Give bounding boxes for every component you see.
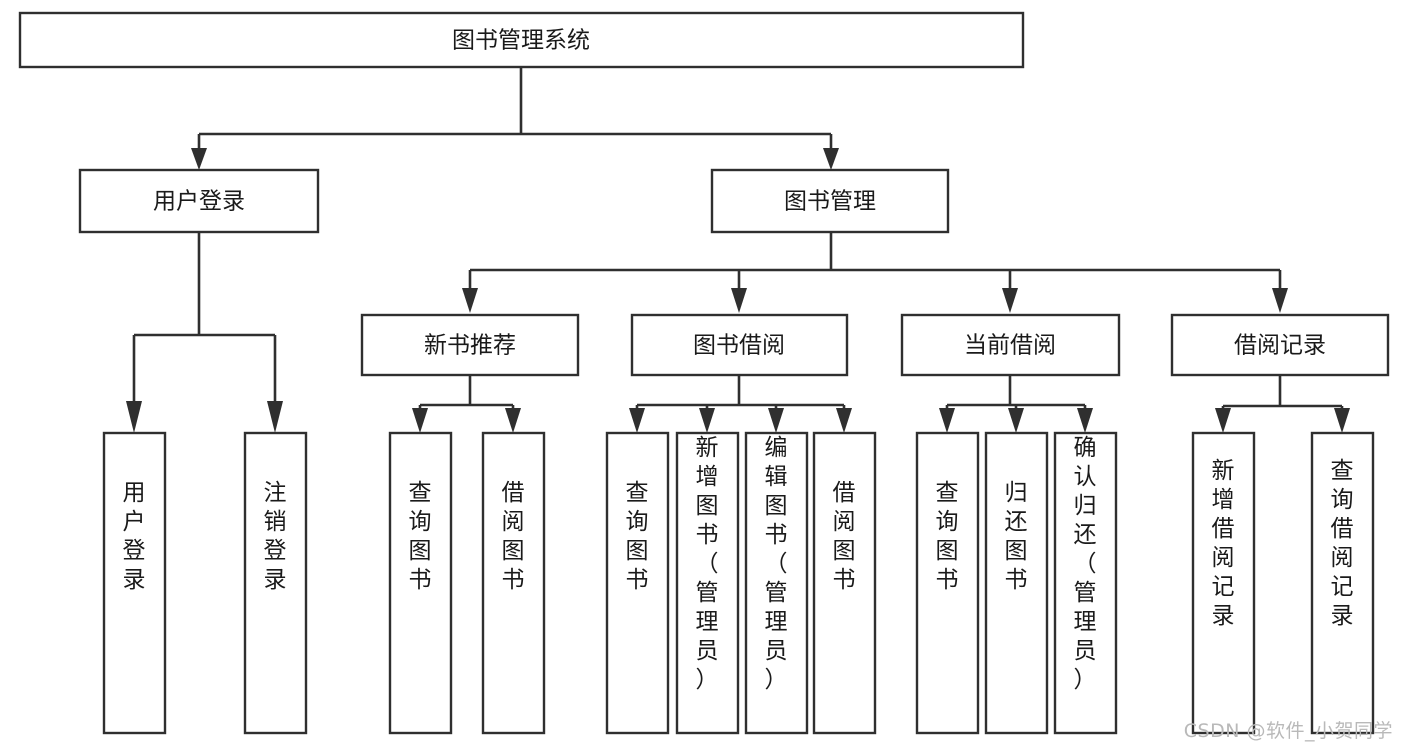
node-book-management[interactable]: 图书管理 [710, 168, 950, 234]
leaf-current-borrow-3-label: 确认归还（管理员） [1074, 435, 1097, 693]
leaf-book-borrow-4-label: 借阅图书 [833, 480, 856, 593]
node-book-borrow-box[interactable] [630, 313, 849, 377]
leaf-user-login-1-label: 用户登录 [123, 480, 146, 593]
leaf-book-borrow-3[interactable]: 编辑图书（管理员） [744, 431, 809, 735]
arrow-user-leaf-2 [267, 401, 283, 433]
arrow-borrow-leaf-3 [768, 408, 784, 433]
arrow-borrow-leaf-4 [836, 408, 852, 433]
node-current-borrow-box[interactable] [900, 313, 1121, 377]
edge-layer [126, 67, 1350, 433]
leaf-borrow-record-2-label: 查询借阅记录 [1331, 458, 1354, 629]
leaf-user-login-2[interactable]: 注销登录 [243, 431, 308, 735]
leaf-current-borrow-1-label: 查询图书 [936, 480, 959, 593]
node-book-borrow-label: 图书借阅 [693, 333, 785, 359]
node-book-borrow[interactable]: 图书借阅 [630, 313, 849, 377]
node-current-borrow-label: 当前借阅 [964, 333, 1056, 359]
arrow-to-user-login [191, 148, 207, 170]
node-borrow-record[interactable]: 借阅记录 [1170, 313, 1390, 377]
leaf-book-borrow-3-label: 编辑图书（管理员） [765, 435, 788, 693]
leaf-book-borrow-1-label: 查询图书 [626, 480, 649, 593]
arrow-borrow-leaf-1 [629, 408, 645, 433]
leaf-user-login-1[interactable]: 用户登录 [102, 431, 167, 735]
arrow-to-book-manage [823, 148, 839, 170]
arrow-newbook-leaf-1 [412, 408, 428, 433]
leaf-borrow-record-2[interactable]: 查询借阅记录 [1310, 431, 1375, 735]
leaf-current-borrow-1[interactable]: 查询图书 [915, 431, 980, 735]
arrow-to-book-borrow [731, 288, 747, 313]
leaf-book-borrow-3-box[interactable] [744, 431, 809, 735]
leaf-borrow-record-2-box[interactable] [1310, 431, 1375, 735]
leaf-book-borrow-2[interactable]: 新增图书（管理员） [675, 431, 740, 735]
node-root-label: 图书管理系统 [452, 28, 590, 54]
leaf-user-login-1-box[interactable] [102, 431, 167, 735]
arrow-to-current-borrow [1002, 288, 1018, 313]
leaf-current-borrow-3[interactable]: 确认归还（管理员） [1053, 431, 1118, 735]
arrow-to-borrow-record [1272, 288, 1288, 313]
leaf-new-book-1[interactable]: 查询图书 [388, 431, 453, 735]
leaf-book-borrow-1[interactable]: 查询图书 [605, 431, 670, 735]
arrow-user-leaf-1 [126, 401, 142, 433]
node-root-box[interactable] [18, 11, 1025, 69]
leaf-book-borrow-2-label: 新增图书（管理员） [696, 435, 719, 693]
leaf-new-book-1-label: 查询图书 [409, 480, 432, 593]
node-root[interactable]: 图书管理系统 [18, 11, 1025, 69]
arrow-newbook-leaf-2 [505, 408, 521, 433]
arrow-current-leaf-1 [939, 408, 955, 433]
leaf-book-borrow-1-box[interactable] [605, 431, 670, 735]
leaf-user-login-2-box[interactable] [243, 431, 308, 735]
arrow-record-leaf-2 [1334, 408, 1350, 433]
leaf-new-book-2-box[interactable] [481, 431, 546, 735]
leaf-current-borrow-3-box[interactable] [1053, 431, 1118, 735]
leaf-new-book-2-label: 借阅图书 [502, 480, 525, 593]
leaf-new-book-2[interactable]: 借阅图书 [481, 431, 546, 735]
arrow-to-new-book [462, 288, 478, 313]
leaf-book-borrow-4-box[interactable] [812, 431, 877, 735]
leaf-borrow-record-1[interactable]: 新增借阅记录 [1191, 431, 1256, 735]
node-user-login-label: 用户登录 [153, 189, 245, 215]
leaf-current-borrow-2-label: 归还图书 [1005, 480, 1028, 593]
node-borrow-record-box[interactable] [1170, 313, 1390, 377]
node-new-book-recommend-label: 新书推荐 [424, 333, 516, 359]
leaf-user-login-2-label: 注销登录 [264, 480, 287, 593]
arrow-current-leaf-3 [1077, 408, 1093, 433]
node-new-book-recommend-box[interactable] [360, 313, 580, 377]
node-new-book-recommend[interactable]: 新书推荐 [360, 313, 580, 377]
arrow-record-leaf-1 [1215, 408, 1231, 433]
node-book-management-box[interactable] [710, 168, 950, 234]
leaf-new-book-1-box[interactable] [388, 431, 453, 735]
csdn-watermark: CSDN @软件_小贺同学 [1183, 720, 1393, 742]
arrow-borrow-leaf-2 [699, 408, 715, 433]
node-book-management-label: 图书管理 [784, 189, 876, 215]
node-borrow-record-label: 借阅记录 [1234, 333, 1326, 359]
leaf-book-borrow-2-box[interactable] [675, 431, 740, 735]
leaf-current-borrow-2[interactable]: 归还图书 [984, 431, 1049, 735]
leaf-book-borrow-4[interactable]: 借阅图书 [812, 431, 877, 735]
node-current-borrow[interactable]: 当前借阅 [900, 313, 1121, 377]
leaf-borrow-record-1-label: 新增借阅记录 [1212, 458, 1235, 629]
leaf-current-borrow-1-box[interactable] [915, 431, 980, 735]
node-user-login[interactable]: 用户登录 [78, 168, 320, 234]
arrow-current-leaf-2 [1008, 408, 1024, 433]
node-user-login-box[interactable] [78, 168, 320, 234]
leaf-borrow-record-1-box[interactable] [1191, 431, 1256, 735]
leaf-current-borrow-2-box[interactable] [984, 431, 1049, 735]
